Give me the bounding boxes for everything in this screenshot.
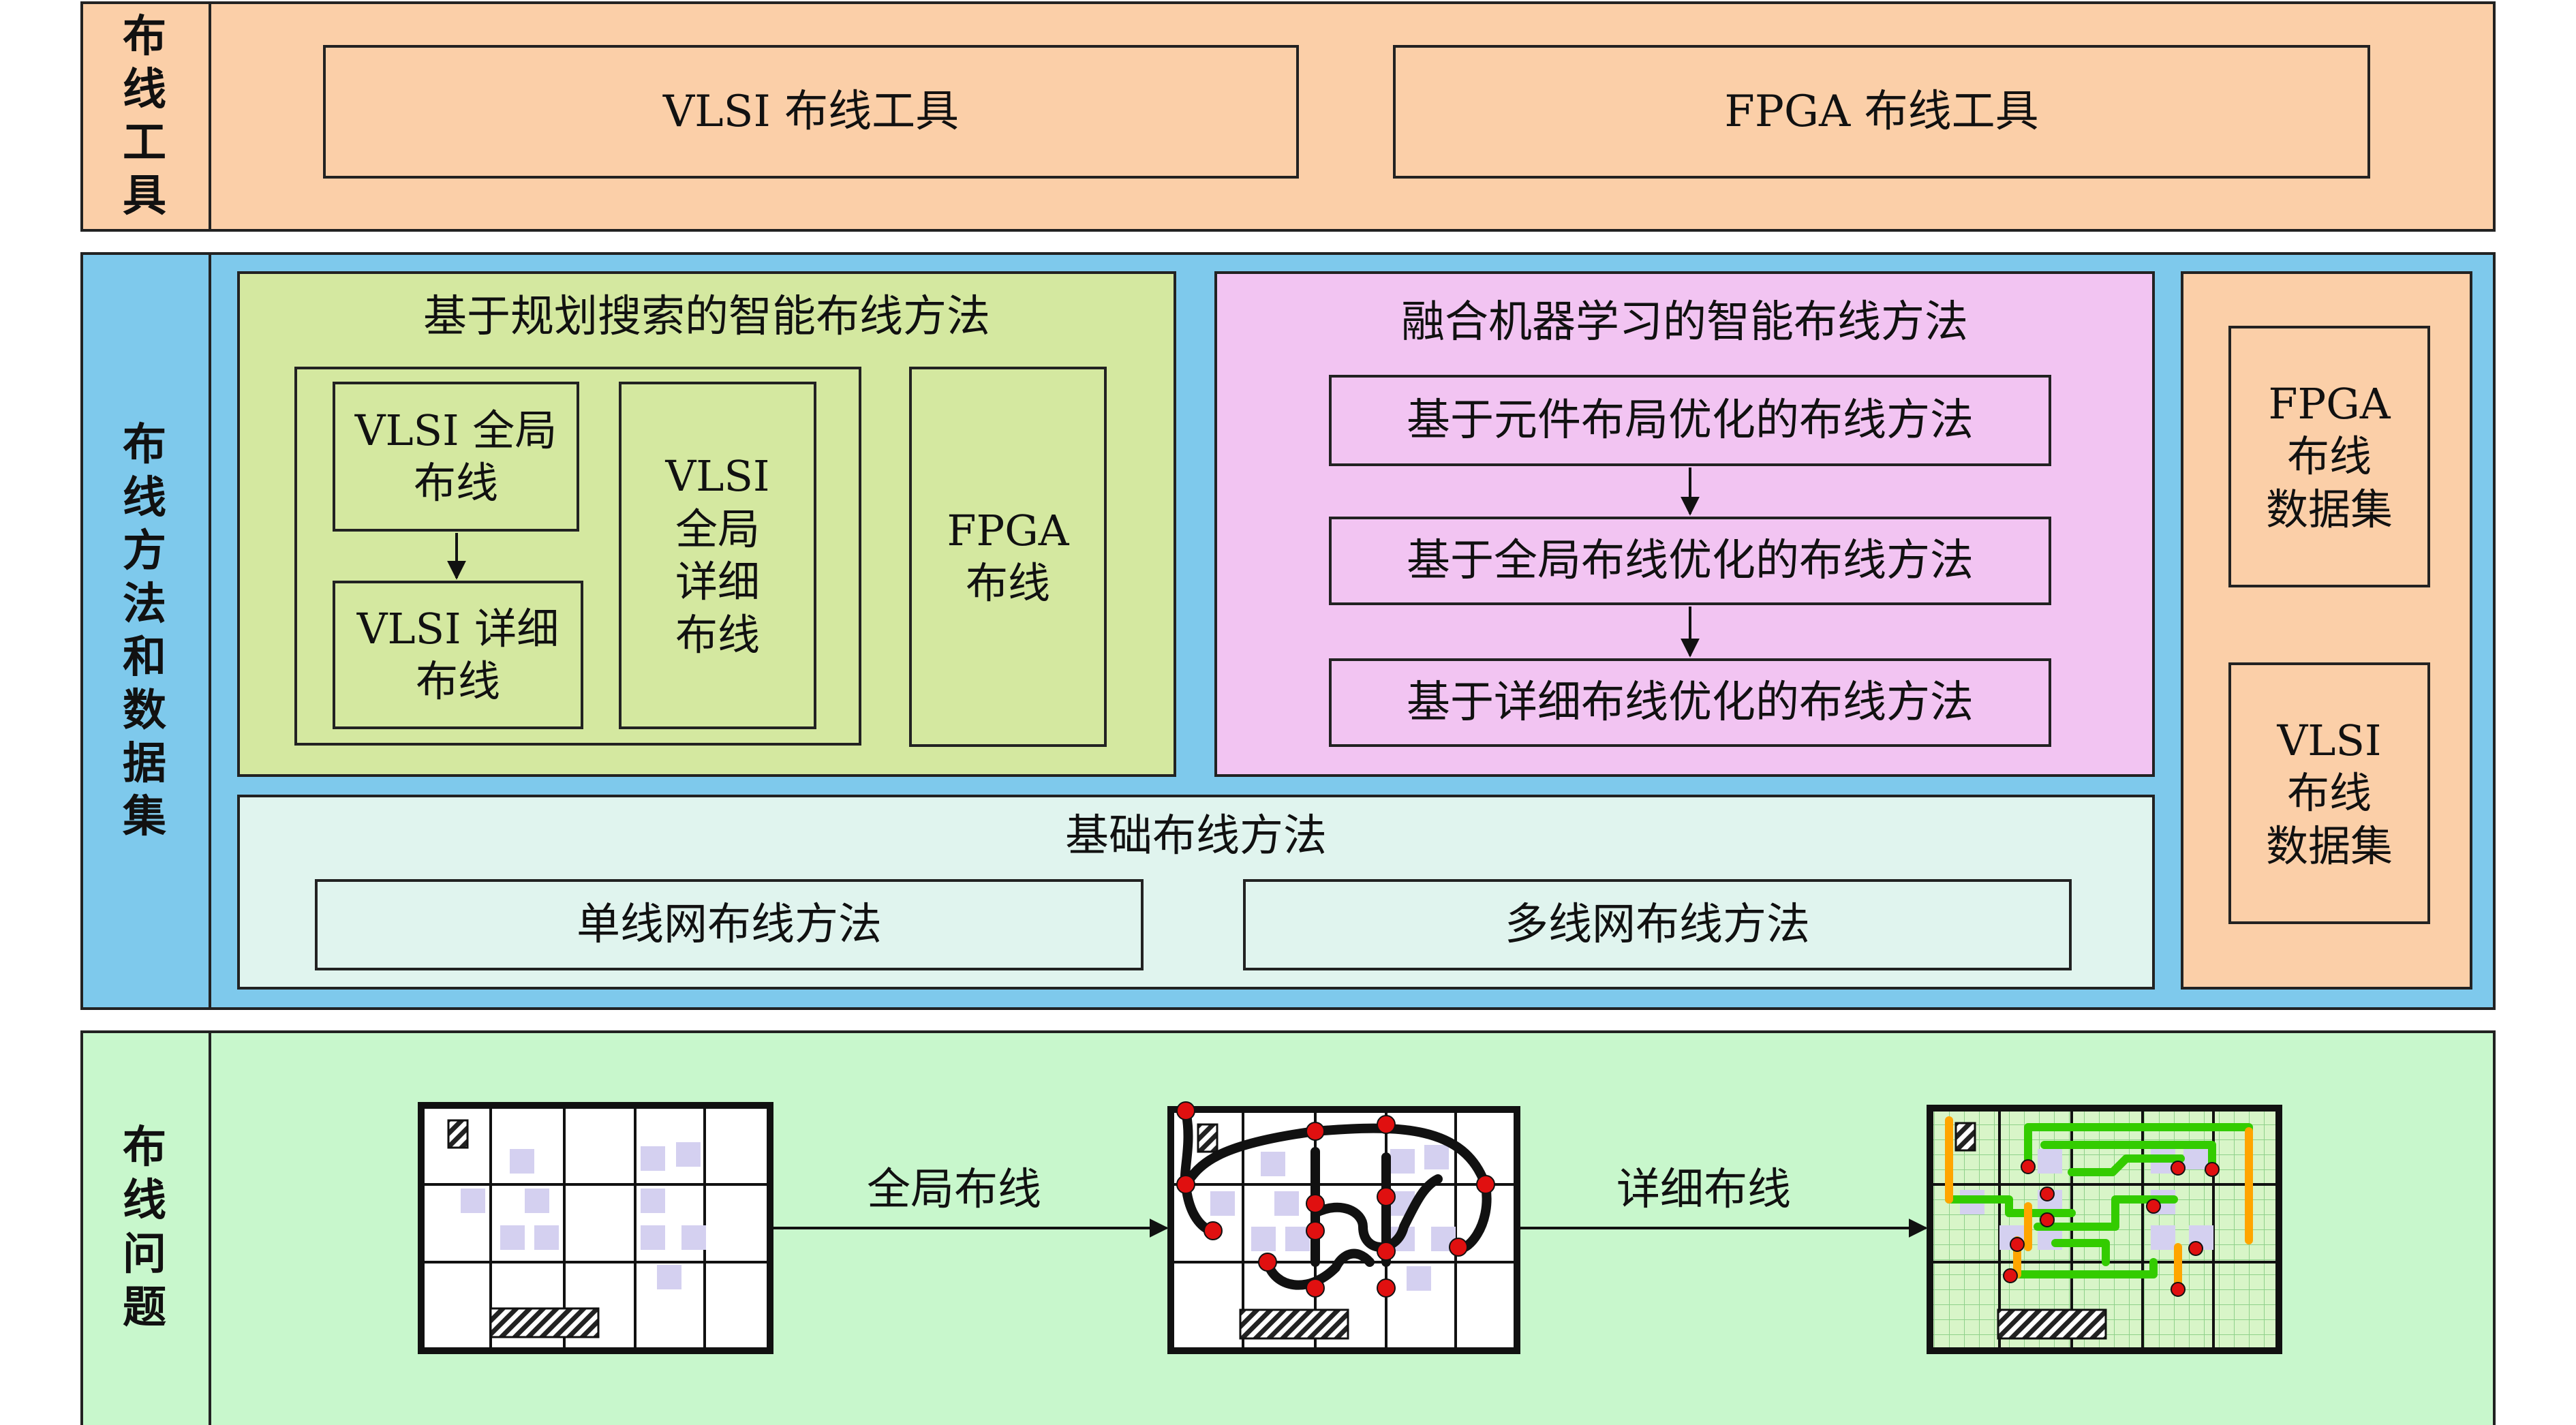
global-routing-optimization-box: 基于全局布线优化的布线方法 [1329, 517, 2051, 605]
vlsi-routing-group [294, 367, 861, 746]
basic-methods-title: 基础布线方法 [237, 812, 2155, 860]
multi-net-routing-box: 多线网布线方法 [1243, 879, 2072, 970]
vlsi-dataset-label: VLSI 布线 数据集 [2265, 715, 2393, 871]
methods-row-label: 布 线 方 法 和 数 据 集 [123, 419, 166, 843]
vlsi-dataset-box: VLSI 布线 数据集 [2228, 662, 2430, 924]
detail-routing-arrow-text: 详细布线 [1616, 1165, 1791, 1215]
detail-routing-optimization-box: 基于详细布线优化的布线方法 [1329, 658, 2051, 747]
search-methods-title: 基于规划搜索的智能布线方法 [237, 293, 1176, 341]
vlsi-detail-routing-label: VLSI 详细 布线 [356, 603, 559, 707]
placement-optimization-box: 基于元件布局优化的布线方法 [1329, 375, 2051, 466]
global-routing-optimization-label: 基于全局布线优化的布线方法 [1407, 536, 1974, 586]
vlsi-global-routing-box: VLSI 全局 布线 [333, 382, 579, 532]
vlsi-global-routing-label: VLSI 全局 布线 [354, 405, 557, 508]
vlsi-tools-box: VLSI 布线工具 [323, 45, 1299, 179]
basic-methods-title-text: 基础布线方法 [1065, 811, 1327, 861]
tools-row-label-cell: 布 线 工 具 [80, 1, 211, 232]
detail-routing-arrow-label: 详细布线 [1554, 1163, 1854, 1217]
ml-methods-title: 融合机器学习的智能布线方法 [1214, 298, 2155, 346]
vlsi-tools-label: VLSI 布线工具 [662, 87, 960, 137]
tools-row-label: 布 线 工 具 [123, 11, 166, 222]
fpga-dataset-label: FPGA 布线 数据集 [2265, 378, 2393, 534]
vlsi-global-detail-routing-box: VLSI 全局 详细 布线 [619, 382, 816, 729]
detail-routing-grid [1927, 1105, 2282, 1354]
basic-methods-panel [237, 795, 2155, 990]
search-methods-title-text: 基于规划搜索的智能布线方法 [423, 292, 990, 342]
global-routing-arrow-text: 全局布线 [867, 1165, 1041, 1215]
global-routing-grid [1167, 1101, 1520, 1354]
fpga-tools-box: FPGA 布线工具 [1393, 45, 2370, 179]
multi-net-routing-label: 多线网布线方法 [1505, 900, 1810, 950]
single-net-routing-box: 单线网布线方法 [315, 879, 1144, 970]
ml-methods-panel [1214, 271, 2155, 777]
placement-optimization-label: 基于元件布局优化的布线方法 [1407, 395, 1974, 446]
ml-methods-title-text: 融合机器学习的智能布线方法 [1401, 297, 1968, 348]
fpga-routing-label: FPGA 布线 [947, 505, 1069, 609]
vlsi-detail-routing-box: VLSI 详细 布线 [333, 581, 583, 729]
placement-grid [418, 1102, 773, 1354]
global-routing-arrow-label: 全局布线 [804, 1163, 1104, 1217]
fpga-dataset-box: FPGA 布线 数据集 [2228, 326, 2430, 587]
fpga-routing-box: FPGA 布线 [909, 367, 1107, 747]
fpga-tools-label: FPGA 布线工具 [1724, 87, 2039, 137]
problem-row-label: 布 线 问 题 [123, 1122, 166, 1333]
vlsi-global-detail-routing-label: VLSI 全局 详细 布线 [665, 451, 770, 660]
search-methods-panel [237, 271, 1176, 777]
methods-row-label-cell: 布 线 方 法 和 数 据 集 [80, 252, 211, 1010]
problem-row-label-cell: 布 线 问 题 [80, 1030, 211, 1425]
detail-routing-optimization-label: 基于详细布线优化的布线方法 [1407, 677, 1974, 728]
single-net-routing-label: 单线网布线方法 [577, 900, 882, 950]
tools-row [80, 1, 2496, 232]
